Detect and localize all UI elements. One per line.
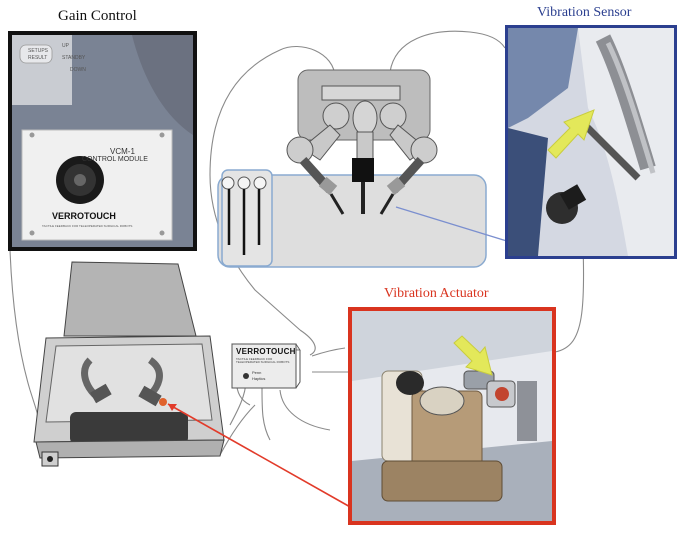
control-box: [231, 343, 301, 389]
gain-status-standby: STANDBY: [62, 55, 86, 61]
gain-control-caption: Gain Control: [58, 8, 137, 24]
vibration-sensor-photo: [505, 25, 677, 259]
sensor-pointer-line: [395, 206, 511, 243]
actuator-pointer-line: [167, 403, 353, 509]
gain-button-line-2: RESULT: [28, 55, 48, 61]
control-box-subtitle: TACTILE FEEDBACK FOR TELEOPERATED SURGIC…: [236, 357, 290, 364]
gain-status-down: DOWN: [70, 67, 86, 73]
vibration-actuator-caption: Vibration Actuator: [384, 286, 489, 301]
module-brand: VERROTOUCH: [52, 211, 116, 221]
sensor-arrow: [547, 109, 595, 159]
vibration-sensor-photo-art: [508, 28, 674, 256]
gain-control-photo: SETUPS RESULT UP STANDBY DOWN VCM-1 CONT…: [8, 31, 197, 251]
vibration-actuator-photo-art: [352, 311, 552, 521]
actuator-arrow: [453, 335, 493, 376]
module-subtitle: TACTILE FEEDBACK FOR TELEOPERATED SURGIC…: [42, 224, 133, 228]
gain-control-photo-art: [12, 35, 193, 247]
gain-button-line-1: SETUPS: [28, 48, 49, 54]
control-box-brand: VERROTOUCH: [236, 347, 296, 356]
master-console: [33, 261, 353, 509]
vibration-sensor-caption: Vibration Sensor: [537, 5, 632, 20]
control-box-company-1: Penn: [252, 370, 262, 375]
control-box-company-2: Haptics: [252, 376, 266, 381]
gain-status-up: UP: [62, 43, 69, 49]
module-title-1: VCM-1: [110, 147, 135, 156]
patient-side-robot: [217, 69, 511, 268]
module-title-2: CONTROL MODULE: [82, 156, 148, 163]
vibration-actuator-photo: [348, 307, 556, 525]
